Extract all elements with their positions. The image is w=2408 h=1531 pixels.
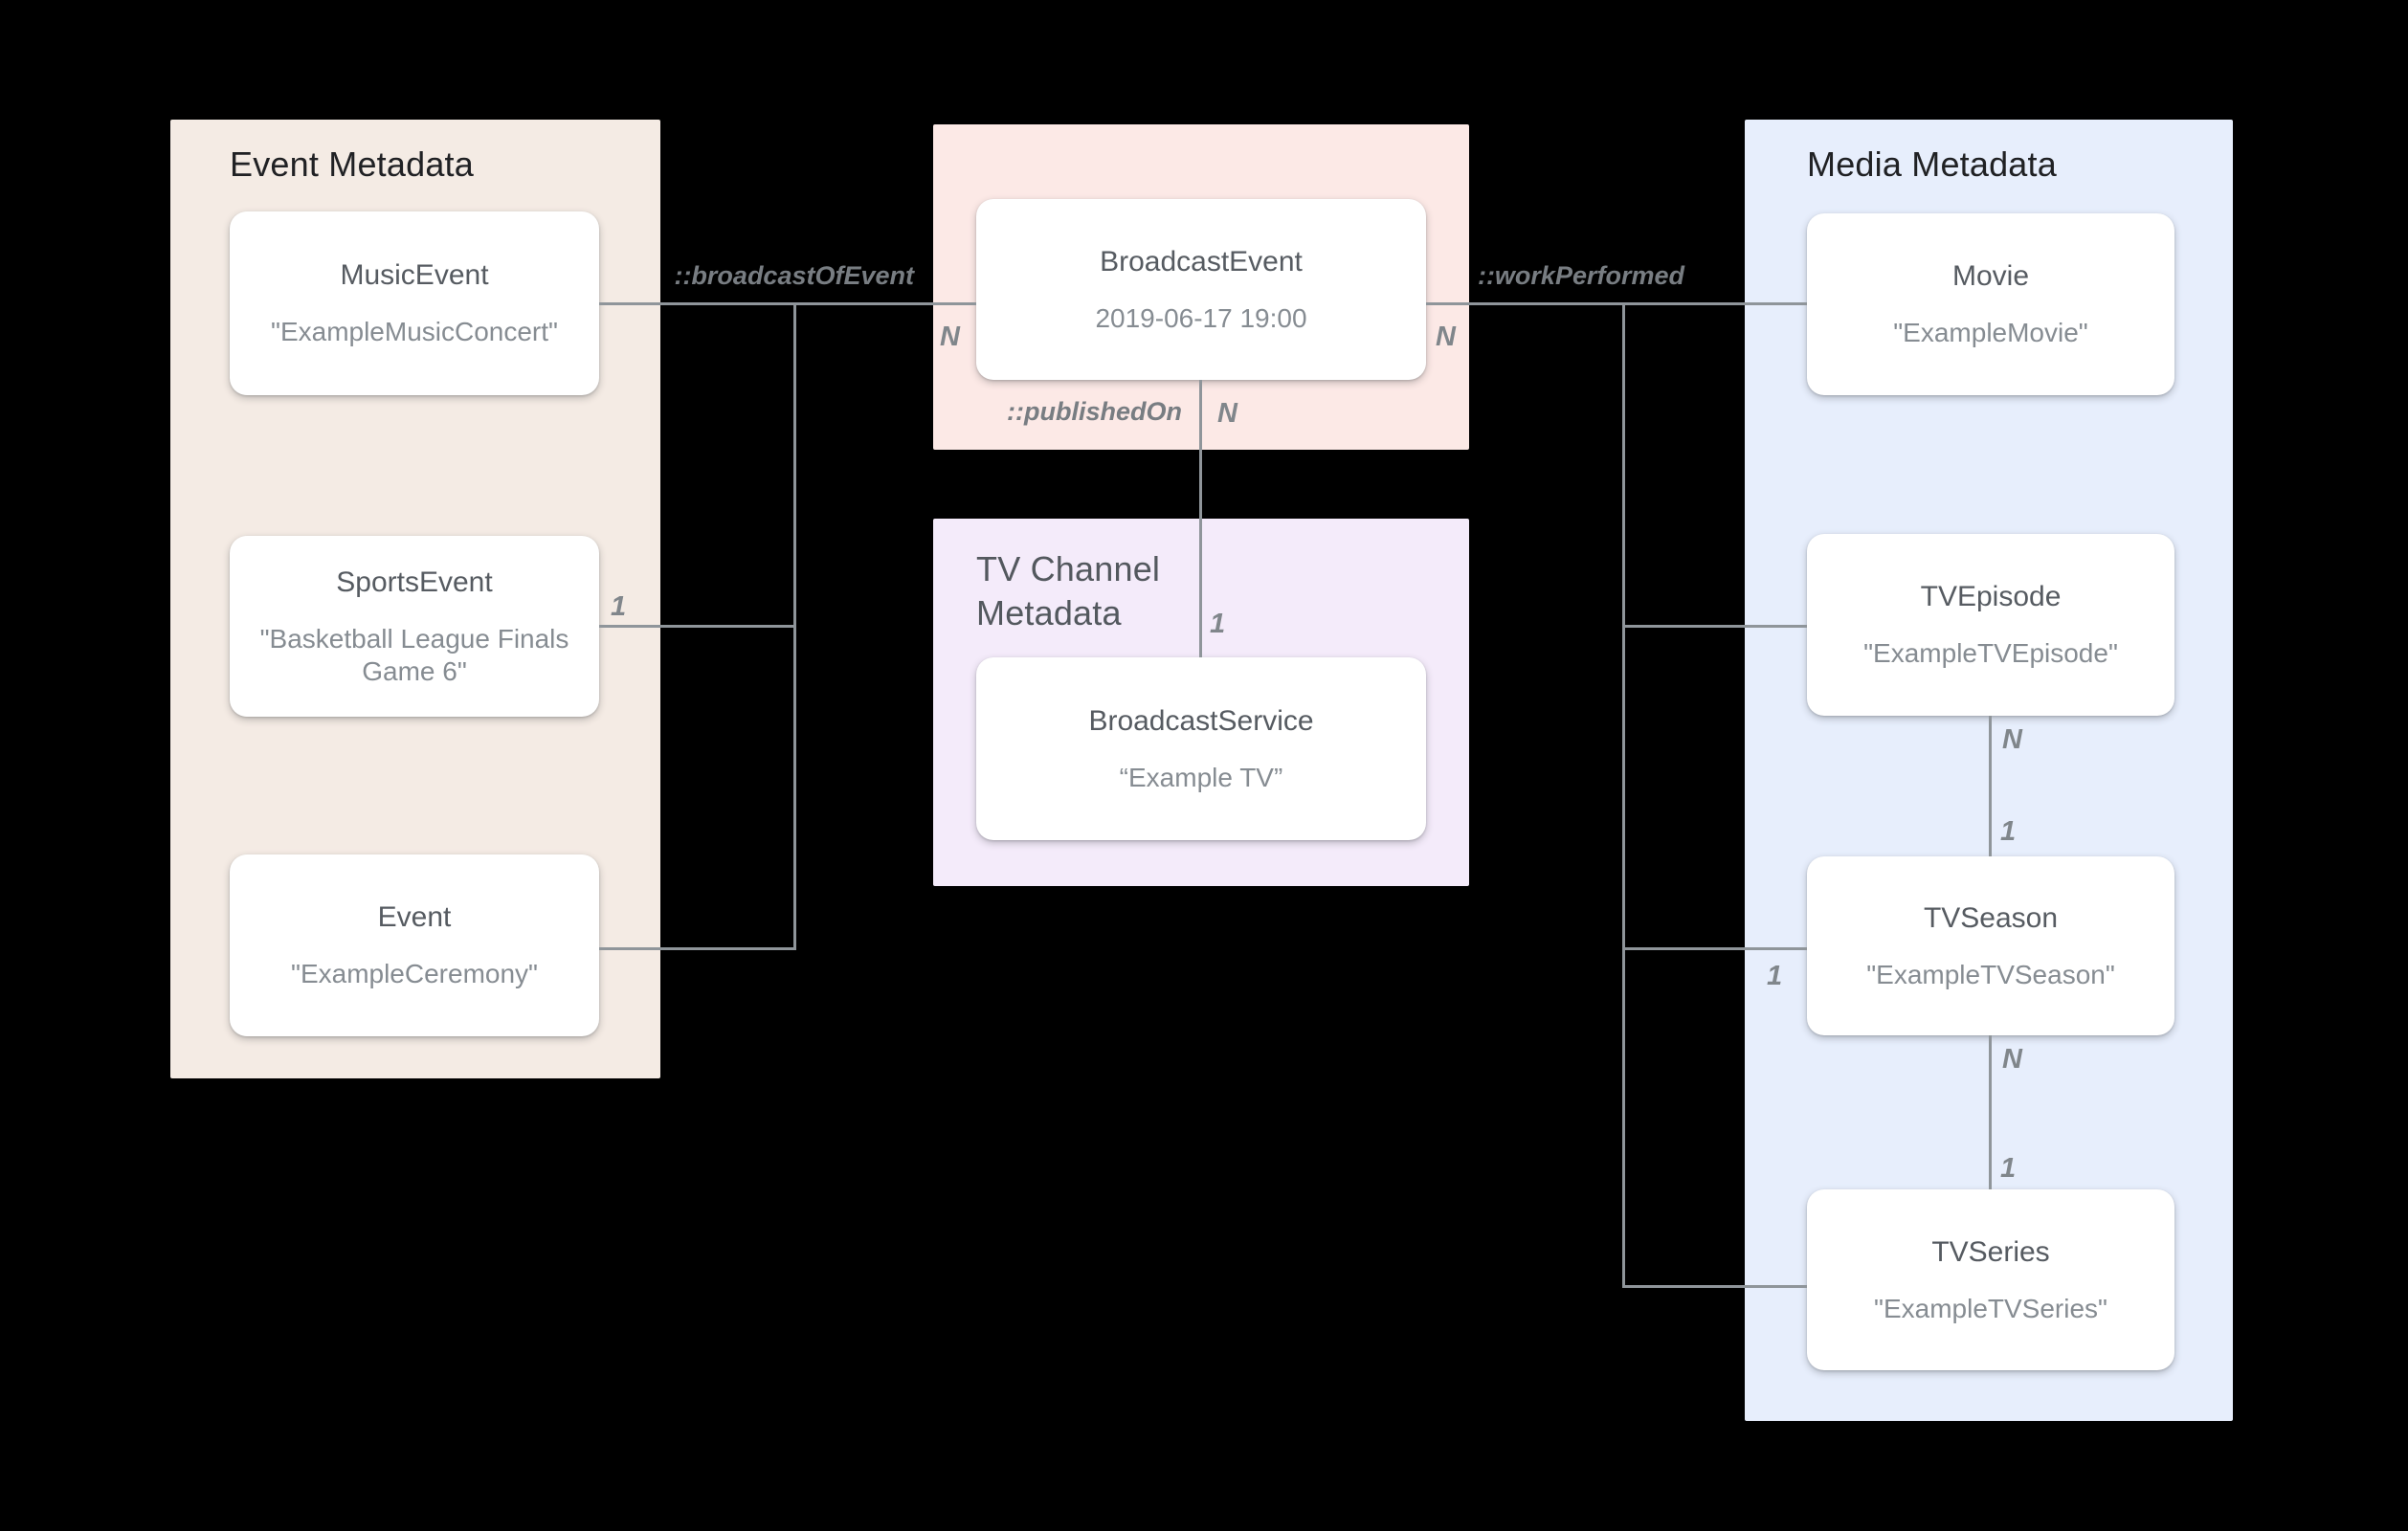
connector-tvepisode-branch [1622,625,1807,628]
cardinality-publishedon-1: 1 [1210,609,1226,639]
node-sports-event-subtitle: "Basketball League Finals Game 6" [259,623,569,686]
event-metadata-panel: Event Metadata MusicEvent "ExampleMusicC… [170,120,660,1078]
connector-tvseason-branch [1622,947,1807,950]
connector-sportsevent-branch [599,625,796,628]
node-tv-season-title: TVSeason [1923,901,2059,934]
cardinality-season-series-1: 1 [2000,1153,2017,1184]
cardinality-tvseason-1: 1 [1767,961,1783,991]
connector-tvseries-branch [1622,1285,1807,1288]
node-tv-episode: TVEpisode "ExampleTVEpisode" [1807,534,2174,716]
node-music-event: MusicEvent "ExampleMusicConcert" [230,211,599,395]
tv-channel-metadata-panel-title: TV Channel Metadata [976,549,1161,632]
node-tv-series: TVSeries "ExampleTVSeries" [1807,1189,2174,1370]
cardinality-sportsevent-1: 1 [611,591,627,622]
node-broadcast-service-subtitle: “Example TV” [1119,762,1283,792]
connector-event-branch [599,947,796,950]
node-event-title: Event [377,901,452,933]
connector-broadcastevent-movie [1426,302,1807,305]
node-music-event-title: MusicEvent [340,259,489,291]
edge-label-publishedon: ::publishedOn [1007,397,1182,426]
node-broadcast-event-subtitle: 2019-06-17 19:00 [1095,302,1307,333]
connector-tvepisode-tvseason [1989,716,1992,856]
edge-label-broadcastofevent: ::broadcastOfEvent [674,261,914,290]
media-metadata-panel-title: Media Metadata [1807,144,2057,184]
edge-label-workperformed: ::workPerformed [1477,261,1684,290]
connector-tvseason-tvseries [1989,1035,1992,1189]
node-tv-episode-subtitle: "ExampleTVEpisode" [1863,638,2118,668]
node-movie-title: Movie [1951,260,2030,292]
cardinality-season-series-n: N [2002,1044,2022,1075]
node-music-event-subtitle: "ExampleMusicConcert" [271,317,558,346]
cardinality-workperformed-n: N [1436,322,1456,352]
node-sports-event: SportsEvent "Basketball League Finals Ga… [230,536,599,717]
cardinality-episode-season-1: 1 [2000,816,2017,847]
event-metadata-panel-title: Event Metadata [230,144,474,184]
node-event-subtitle: "ExampleCeremony" [291,959,538,988]
node-movie-subtitle: "ExampleMovie" [1893,318,2088,347]
node-event: Event "ExampleCeremony" [230,854,599,1036]
cardinality-broadcastofevent-n: N [940,322,960,352]
broadcast-event-panel: BroadcastEvent 2019-06-17 19:00 [933,124,1469,450]
node-sports-event-title: SportsEvent [336,566,493,598]
node-broadcast-service: BroadcastService “Example TV” [976,657,1426,840]
cardinality-episode-season-n: N [2002,724,2022,755]
connector-right-trunk [1622,302,1625,1288]
node-broadcast-event: BroadcastEvent 2019-06-17 19:00 [976,199,1426,380]
node-broadcast-service-title: BroadcastService [1088,704,1314,737]
node-tv-episode-title: TVEpisode [1920,581,2062,612]
cardinality-publishedon-n: N [1217,398,1237,429]
node-tv-season-subtitle: "ExampleTVSeason" [1866,959,2115,989]
node-tv-series-subtitle: "ExampleTVSeries" [1874,1293,2107,1323]
connector-musicevent-broadcastevent [599,302,976,305]
node-tv-season: TVSeason "ExampleTVSeason" [1807,856,2174,1035]
media-metadata-panel: Media Metadata Movie "ExampleMovie" TVEp… [1745,120,2233,1421]
node-tv-series-title: TVSeries [1931,1235,2050,1268]
connector-left-trunk [793,302,796,950]
node-broadcast-event-title: BroadcastEvent [1100,245,1303,277]
node-movie: Movie "ExampleMovie" [1807,213,2174,395]
connector-broadcastevent-broadcastservice [1199,380,1202,657]
